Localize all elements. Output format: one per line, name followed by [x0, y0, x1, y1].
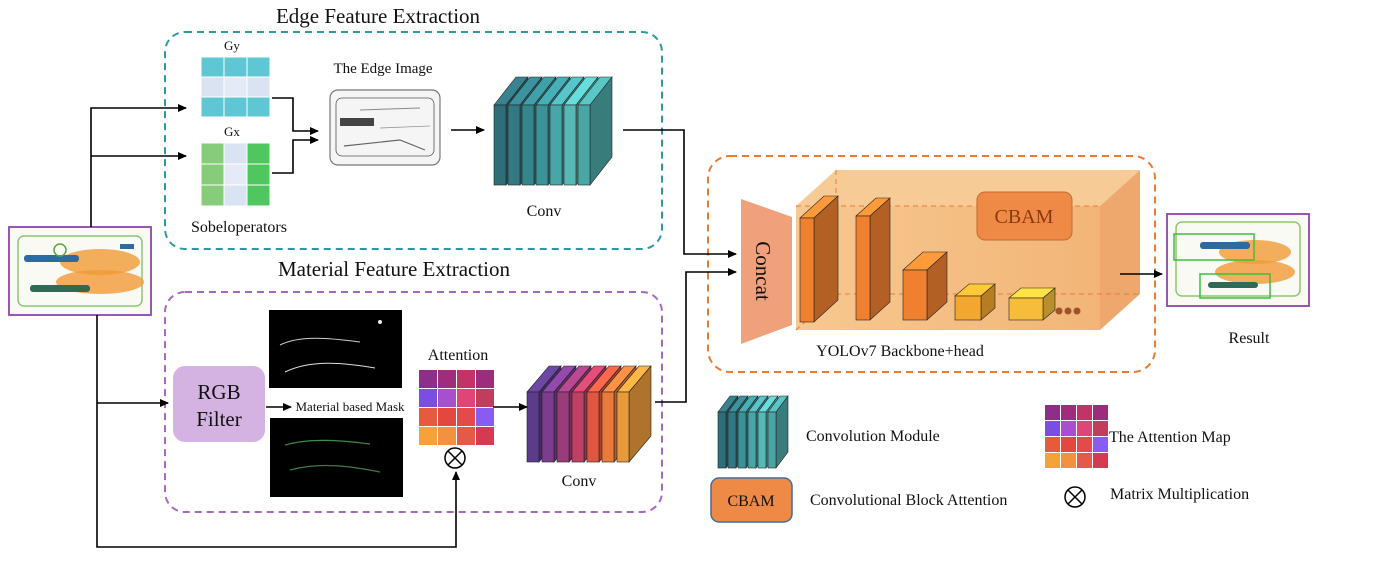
legend-cbam-label: CBAM [727, 493, 774, 510]
attention-grid-cell [419, 389, 437, 407]
attention-map-grid [419, 370, 494, 445]
attention-grid-cell [457, 370, 475, 388]
yolo-block-4 [954, 283, 996, 321]
legend-matrix-mult-text: Matrix Multiplication [1110, 486, 1249, 503]
attention-label: Attention [428, 347, 488, 364]
legend-conv-text: Convolution Module [806, 428, 940, 445]
attention-grid-cell [419, 370, 437, 388]
rgb-filter-box: RGB Filter [173, 366, 265, 442]
input-xray-image [8, 226, 152, 316]
legend-cbam-box: CBAM [710, 477, 793, 523]
attention-grid-cell [438, 408, 456, 426]
legend-attn-cell [1077, 453, 1092, 468]
edge-section-frame [164, 31, 663, 250]
matrix-mult-symbol [444, 447, 466, 469]
legend-matrix-mult-icon [1064, 486, 1086, 508]
legend-attn-cell [1061, 437, 1076, 452]
edge-image [329, 89, 441, 166]
mask-label: Material based Mask [295, 399, 405, 414]
edge-conv-layer-7 [577, 76, 613, 186]
legend-attn-cell [1045, 437, 1060, 452]
yolo-feature-blocks [799, 195, 1056, 323]
attention-grid-cell [419, 427, 437, 445]
material-conv-block [526, 365, 652, 463]
attention-grid-cell [438, 389, 456, 407]
rgb-filter-line1: RGB [197, 380, 240, 404]
attention-grid-cell [438, 370, 456, 388]
legend-attn-cell [1077, 421, 1092, 436]
legend-cbam-text: Convolutional Block Attention [810, 492, 1007, 509]
attention-grid-cell [476, 389, 494, 407]
attention-grid-cell [438, 427, 456, 445]
attention-grid-cell [476, 408, 494, 426]
legend-attn-cell [1077, 437, 1092, 452]
attention-grid-cell [457, 408, 475, 426]
yolo-block-1 [799, 195, 839, 323]
gy-operator-grid: Gy [200, 38, 271, 118]
gx-operator-grid: Gx [200, 124, 271, 207]
edge-conv-block [493, 76, 613, 186]
legend-attn-cell [1093, 421, 1108, 436]
edge-conv-label: Conv [527, 203, 562, 220]
gx-label: Gx [224, 124, 240, 139]
legend-attn-cell [1093, 405, 1108, 420]
legend-attn-cell [1093, 437, 1108, 452]
legend-attn-cell [1061, 453, 1076, 468]
material-conv-layer-7 [616, 365, 652, 463]
legend-attn-cell [1061, 405, 1076, 420]
cbam-module-box: CBAM [976, 191, 1073, 241]
attention-grid-cell [419, 408, 437, 426]
legend-attn-cell [1045, 453, 1060, 468]
legend-attention-text: The Attention Map [1109, 429, 1231, 446]
material-conv-label: Conv [562, 473, 597, 490]
yolo-block-2 [855, 197, 891, 321]
attention-grid-cell [476, 370, 494, 388]
yolo-backbone-label: YOLOv7 Backbone+head [816, 343, 984, 360]
yolo-section-frame [707, 155, 1156, 373]
mask-image-bottom [270, 418, 403, 497]
material-section-title: Material Feature Extraction [278, 257, 511, 281]
attention-grid-cell [457, 427, 475, 445]
rgb-filter-line2: Filter [196, 407, 242, 431]
concat-label: Concat [751, 241, 775, 301]
yolo-block-3 [902, 251, 948, 321]
edge-section-title: Edge Feature Extraction [276, 4, 481, 28]
yolo-ellipsis-dots [1055, 307, 1081, 315]
legend-attention-icon [1045, 405, 1108, 468]
legend-attn-cell [1093, 453, 1108, 468]
legend-attn-cell [1045, 405, 1060, 420]
legend-conv-layer-6 [767, 395, 789, 469]
mask-image-top [269, 310, 402, 388]
connector-lines [90, 97, 1163, 548]
gy-label: Gy [224, 38, 240, 53]
result-label: Result [1229, 330, 1270, 347]
result-xray-image [1166, 213, 1310, 307]
cbam-module-label: CBAM [995, 206, 1054, 228]
sobel-label: Sobeloperators [191, 219, 287, 236]
attention-grid-cell [457, 389, 475, 407]
legend-attn-cell [1077, 405, 1092, 420]
edge-image-label: The Edge Image [333, 61, 432, 77]
legend-conv-icon [717, 395, 789, 469]
legend-attn-cell [1061, 421, 1076, 436]
attention-grid-cell [476, 427, 494, 445]
yolo-block-5 [1008, 287, 1056, 321]
concat-block: Concat [741, 199, 792, 344]
legend-attn-cell [1045, 421, 1060, 436]
